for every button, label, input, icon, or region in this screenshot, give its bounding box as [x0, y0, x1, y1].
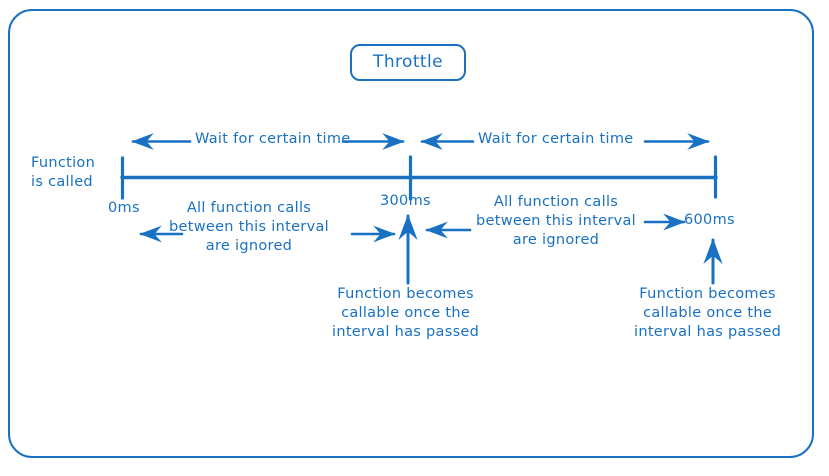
callable-left-line2: callable once the: [341, 305, 471, 321]
ignored-right-line1: All function calls: [493, 194, 619, 210]
ignored-right-line2: between this interval: [476, 213, 636, 229]
tick-label-300ms: 300ms: [380, 193, 431, 209]
callable-label-left: Function becomes callable once the inter…: [332, 285, 479, 342]
ignored-label-right: All function calls between this interval…: [476, 193, 636, 250]
ignored-left-line3: are ignored: [205, 238, 293, 254]
function-called-line1: Function: [31, 155, 96, 171]
tick-label-0ms: 0ms: [108, 200, 140, 216]
title-box: Throttle: [350, 44, 466, 81]
callable-right-line3: interval has passed: [634, 324, 782, 340]
callable-right-line1: Function becomes: [639, 286, 776, 302]
page-title: Throttle: [373, 52, 443, 72]
tick-label-600ms: 600ms: [684, 212, 735, 228]
wait-label-right: Wait for certain time: [478, 131, 634, 147]
ignored-left-line1: All function calls: [186, 200, 312, 216]
ignored-left-line2: between this interval: [169, 219, 329, 235]
callable-right-line2: callable once the: [643, 305, 773, 321]
function-called-label: Function is called: [31, 154, 95, 192]
ignored-right-line3: are ignored: [512, 232, 600, 248]
function-called-line2: is called: [31, 174, 93, 190]
ignored-label-left: All function calls between this interval…: [169, 199, 329, 256]
callable-label-right: Function becomes callable once the inter…: [634, 285, 781, 342]
callable-left-line3: interval has passed: [332, 324, 480, 340]
callable-left-line1: Function becomes: [337, 286, 474, 302]
wait-label-left: Wait for certain time: [195, 131, 351, 147]
